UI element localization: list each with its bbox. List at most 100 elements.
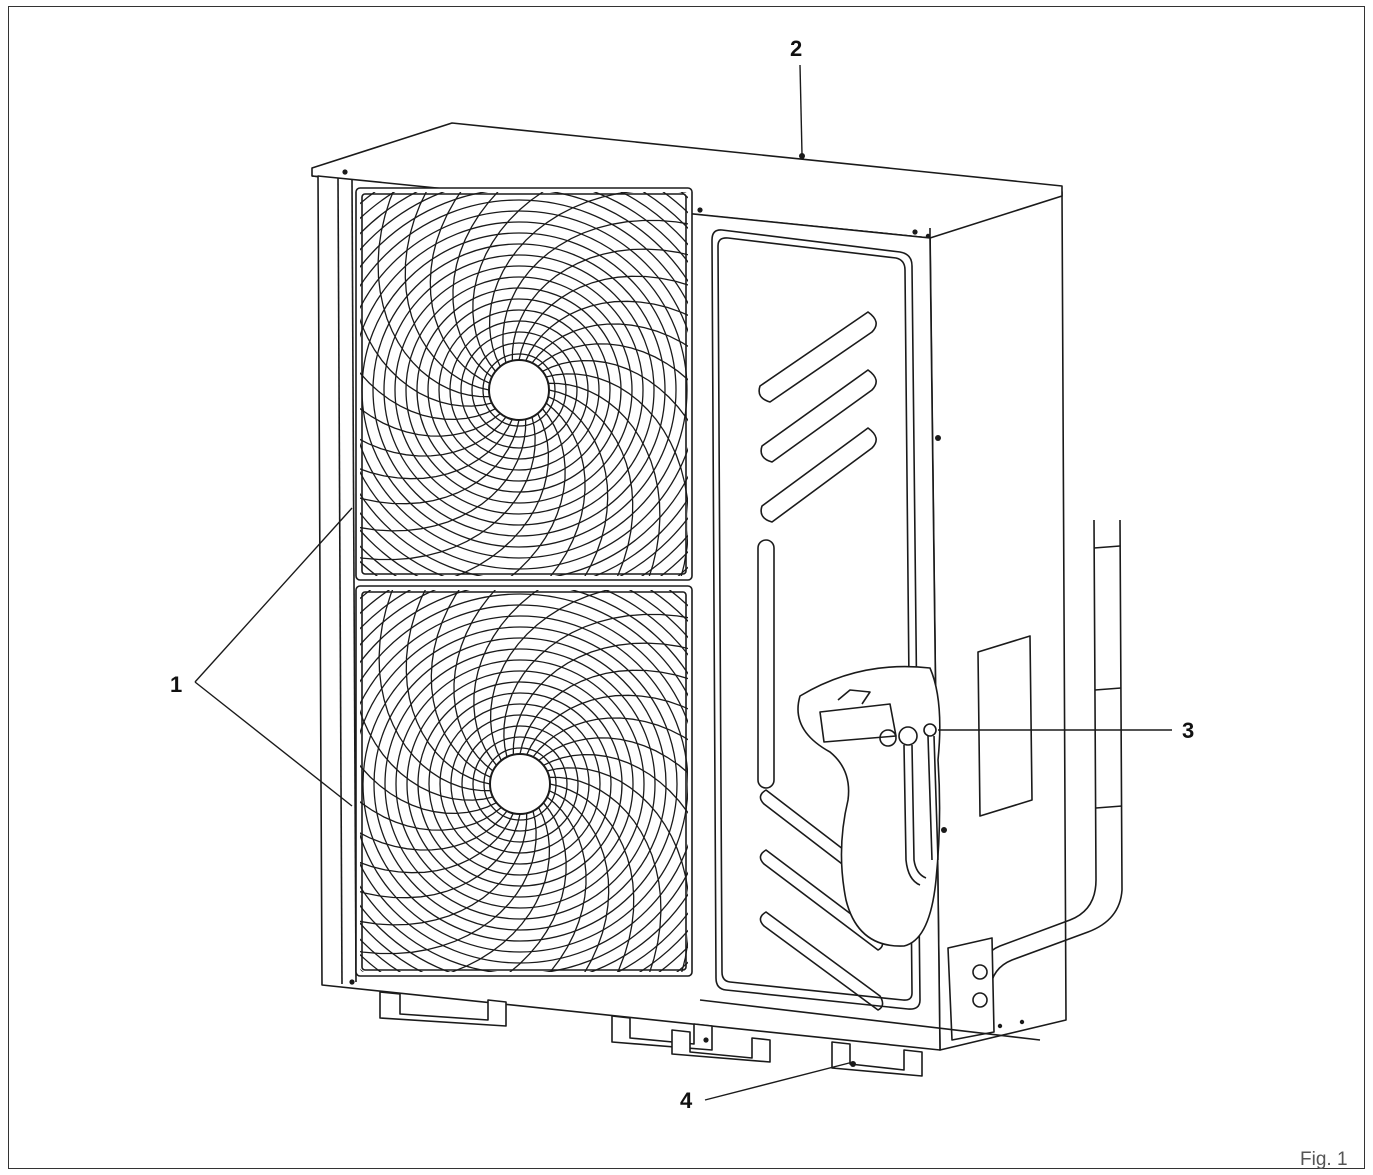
callout-3: 3	[1182, 718, 1194, 743]
grille-ring	[360, 199, 688, 576]
callout-4: 4	[680, 1088, 693, 1113]
grille-spoke	[429, 192, 545, 384]
grille-spoke	[434, 402, 586, 576]
grille-spoke	[360, 192, 493, 407]
pipe-bracket	[947, 937, 995, 1041]
figure-label: Fig. 1	[1300, 1149, 1348, 1170]
grille-spoke	[493, 396, 609, 576]
grille-spoke	[511, 248, 688, 361]
grille-spoke	[404, 192, 490, 391]
grille-spoke	[473, 590, 660, 766]
fan-guard-upper	[360, 192, 688, 576]
grille-spoke	[488, 192, 688, 367]
grille-spoke	[512, 642, 688, 755]
grille-ring	[439, 703, 601, 865]
grille-ring	[362, 626, 678, 942]
grille-spoke	[543, 753, 688, 972]
grille-spoke	[360, 810, 537, 955]
grille-ring	[461, 725, 579, 843]
grille-ring	[427, 298, 611, 482]
grille-ring	[360, 221, 688, 559]
grille-spoke	[360, 419, 527, 532]
grille-spoke	[360, 413, 550, 576]
grille-spoke	[360, 416, 536, 561]
grille-spoke	[548, 389, 634, 576]
grille-spoke	[489, 590, 688, 761]
grille-ring	[394, 265, 644, 515]
grille-ring	[483, 747, 557, 821]
side-panel	[929, 191, 1067, 1051]
callout-1: 1	[170, 672, 182, 697]
callout-2: 2	[790, 36, 802, 61]
grille-ring	[406, 670, 634, 898]
grille-spoke	[526, 694, 688, 810]
grille-spoke	[360, 699, 508, 851]
grille-ring	[360, 615, 688, 953]
grille-spoke	[377, 192, 490, 398]
foot	[671, 1029, 771, 1063]
figure-frame	[8, 6, 1365, 1169]
grille-spoke	[453, 590, 605, 772]
grille-ring	[395, 659, 645, 909]
grille-spoke	[502, 219, 688, 364]
grille-spoke	[360, 758, 514, 874]
grille-spoke	[545, 373, 688, 576]
grille-spoke	[360, 250, 501, 437]
foot	[611, 1015, 713, 1051]
grille-spoke	[548, 382, 661, 576]
grille-spoke	[360, 596, 497, 815]
grille-spoke	[537, 343, 688, 530]
grille-ring	[450, 714, 590, 854]
leader-lines	[194, 64, 1172, 1101]
grille-spoke	[452, 192, 604, 378]
grille-ring	[360, 593, 688, 972]
foot	[831, 1041, 923, 1077]
grille-spoke	[360, 364, 513, 480]
grille-ring	[405, 276, 633, 504]
grille-ring	[416, 287, 622, 493]
grille-spoke	[531, 323, 688, 475]
grille-spoke	[519, 669, 688, 755]
grille-ring	[449, 320, 589, 460]
grille-ring	[428, 692, 612, 876]
fan-hub	[488, 359, 550, 421]
grille-ring	[383, 254, 655, 526]
grille-ring	[471, 342, 567, 438]
fan-guard-lower	[360, 590, 688, 972]
grille-spoke	[525, 300, 688, 416]
grille-spoke	[435, 796, 587, 972]
grille-ring	[460, 331, 578, 449]
grille-spoke	[494, 790, 610, 972]
grille-spoke	[360, 590, 494, 801]
grille-spoke	[405, 590, 491, 785]
grille-spoke	[503, 613, 688, 758]
grille-spoke	[360, 202, 496, 421]
grille-ring	[472, 736, 568, 832]
screw-dots	[342, 169, 1025, 1067]
grille-spoke	[532, 717, 688, 869]
grille-spoke	[549, 783, 635, 972]
grille-spoke	[546, 767, 688, 972]
grille-ring	[417, 681, 623, 887]
grille-spoke	[360, 813, 521, 899]
grille-spoke	[360, 807, 551, 972]
grille-ring	[384, 648, 656, 920]
grille-spoke	[360, 419, 520, 505]
grille-ring	[361, 232, 677, 548]
grille-spoke	[430, 590, 546, 778]
grille-ring	[482, 353, 556, 427]
grille-spoke	[542, 359, 688, 576]
grille-spoke	[518, 275, 688, 361]
grille-spoke	[360, 644, 502, 831]
valve-cutaway	[797, 665, 941, 947]
grille-spoke	[538, 737, 688, 924]
grille-ring	[438, 309, 600, 471]
grille-ring	[372, 243, 666, 537]
grille-spoke	[360, 813, 528, 926]
grille-spoke	[379, 408, 566, 576]
grille-ring	[373, 637, 667, 931]
grille-spoke	[472, 192, 659, 372]
foot	[379, 991, 507, 1027]
grille-spoke	[378, 590, 491, 792]
